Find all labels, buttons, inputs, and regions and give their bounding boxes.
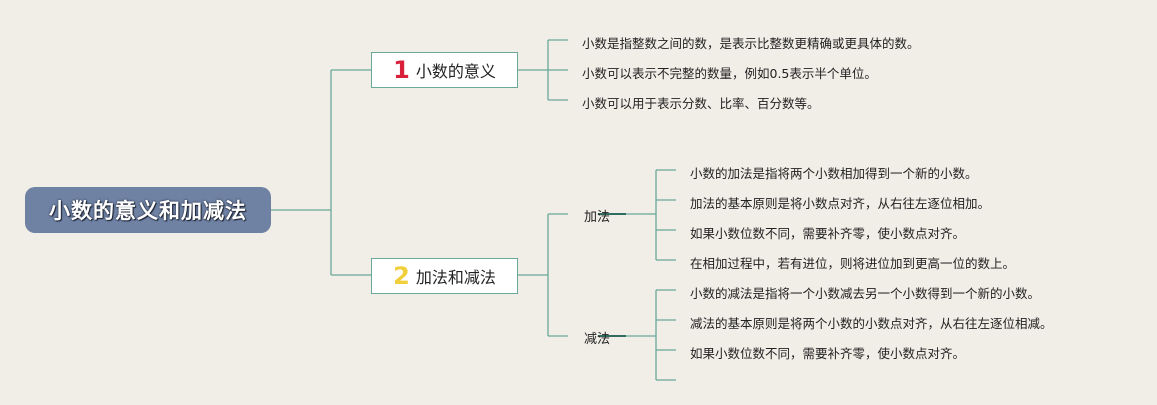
sub-node-add[interactable]: 加法 xyxy=(584,210,611,225)
leaf-add-2[interactable]: 加法的基本原则是将小数点对齐，从右往左逐位相加。 xyxy=(690,196,991,211)
root-node[interactable]: 小数的意义和加减法 xyxy=(25,187,271,233)
branch-number-2: 2 xyxy=(393,262,410,290)
leaf-sub-3[interactable]: 如果小数位数不同，需要补齐零，使小数点对齐。 xyxy=(690,346,966,361)
leaf-b1-1[interactable]: 小数是指整数之间的数，是表示比整数更精确或更具体的数。 xyxy=(582,36,920,51)
leaf-sub-1[interactable]: 小数的减法是指将一个小数减去另一个小数得到一个新的小数。 xyxy=(690,286,1041,301)
leaf-add-3[interactable]: 如果小数位数不同，需要补齐零，使小数点对齐。 xyxy=(690,226,966,241)
root-label: 小数的意义和加减法 xyxy=(49,199,247,223)
branch-label-2: 加法和减法 xyxy=(415,268,496,287)
branch-node-1[interactable]: 1 小数的意义 xyxy=(371,52,518,88)
sub-node-subtract[interactable]: 减法 xyxy=(584,332,611,347)
branch-node-2[interactable]: 2 加法和减法 xyxy=(371,258,518,294)
leaf-b1-3[interactable]: 小数可以用于表示分数、比率、百分数等。 xyxy=(582,96,820,111)
leaf-b1-2[interactable]: 小数可以表示不完整的数量，例如0.5表示半个单位。 xyxy=(582,66,877,81)
branch-label-1: 小数的意义 xyxy=(415,62,496,81)
leaf-add-1[interactable]: 小数的加法是指将两个小数相加得到一个新的小数。 xyxy=(690,166,978,181)
leaf-sub-2[interactable]: 减法的基本原则是将两个小数的小数点对齐，从右往左逐位相减。 xyxy=(690,316,1053,331)
branch-number-1: 1 xyxy=(393,56,410,84)
leaf-add-4[interactable]: 在相加过程中，若有进位，则将进位加到更高一位的数上。 xyxy=(690,256,1016,271)
